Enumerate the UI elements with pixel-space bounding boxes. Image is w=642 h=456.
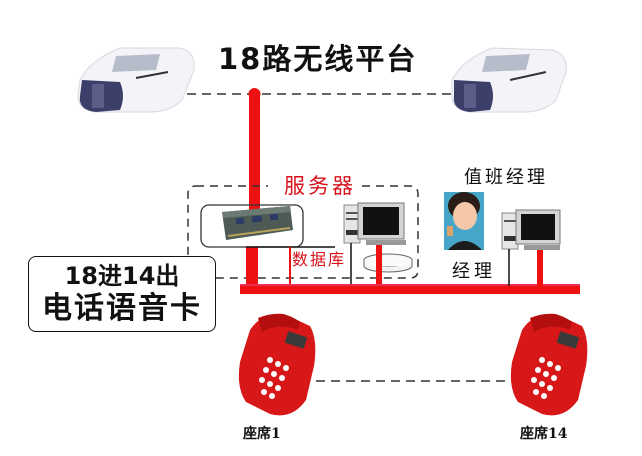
main-bus <box>240 284 580 294</box>
gateway-to-card-link <box>249 92 260 218</box>
wireless-gateway-left-icon <box>77 47 195 113</box>
server-label: 服务器 <box>280 170 360 200</box>
duty-manager-label: 值班经理 <box>464 167 548 188</box>
seat-1-label: 座席1 <box>243 426 281 442</box>
seat-14-label: 座席14 <box>520 426 568 442</box>
voice-card-label-box: 18进14出 电话语音卡 <box>28 256 216 332</box>
server-group-box <box>187 185 419 279</box>
card-to-bus-link <box>246 247 258 292</box>
voice-card-name: 电话语音卡 <box>42 291 202 326</box>
diagram-title: 18路无线平台 <box>218 42 418 76</box>
person-headset-icon <box>444 192 484 250</box>
database-label: 数据库 <box>292 250 347 269</box>
pci-card-icon <box>222 206 293 240</box>
server-pc-icon <box>343 202 406 292</box>
voice-card-spec: 18进14出 <box>64 262 180 290</box>
wireless-gateway-right-icon <box>451 47 567 113</box>
database-disk-icon <box>363 248 413 290</box>
seat-phone-1-icon <box>238 313 316 416</box>
manager-pc-icon <box>501 209 561 286</box>
seat-phone-14-icon <box>510 313 588 416</box>
manager-label: 经理 <box>452 261 496 282</box>
